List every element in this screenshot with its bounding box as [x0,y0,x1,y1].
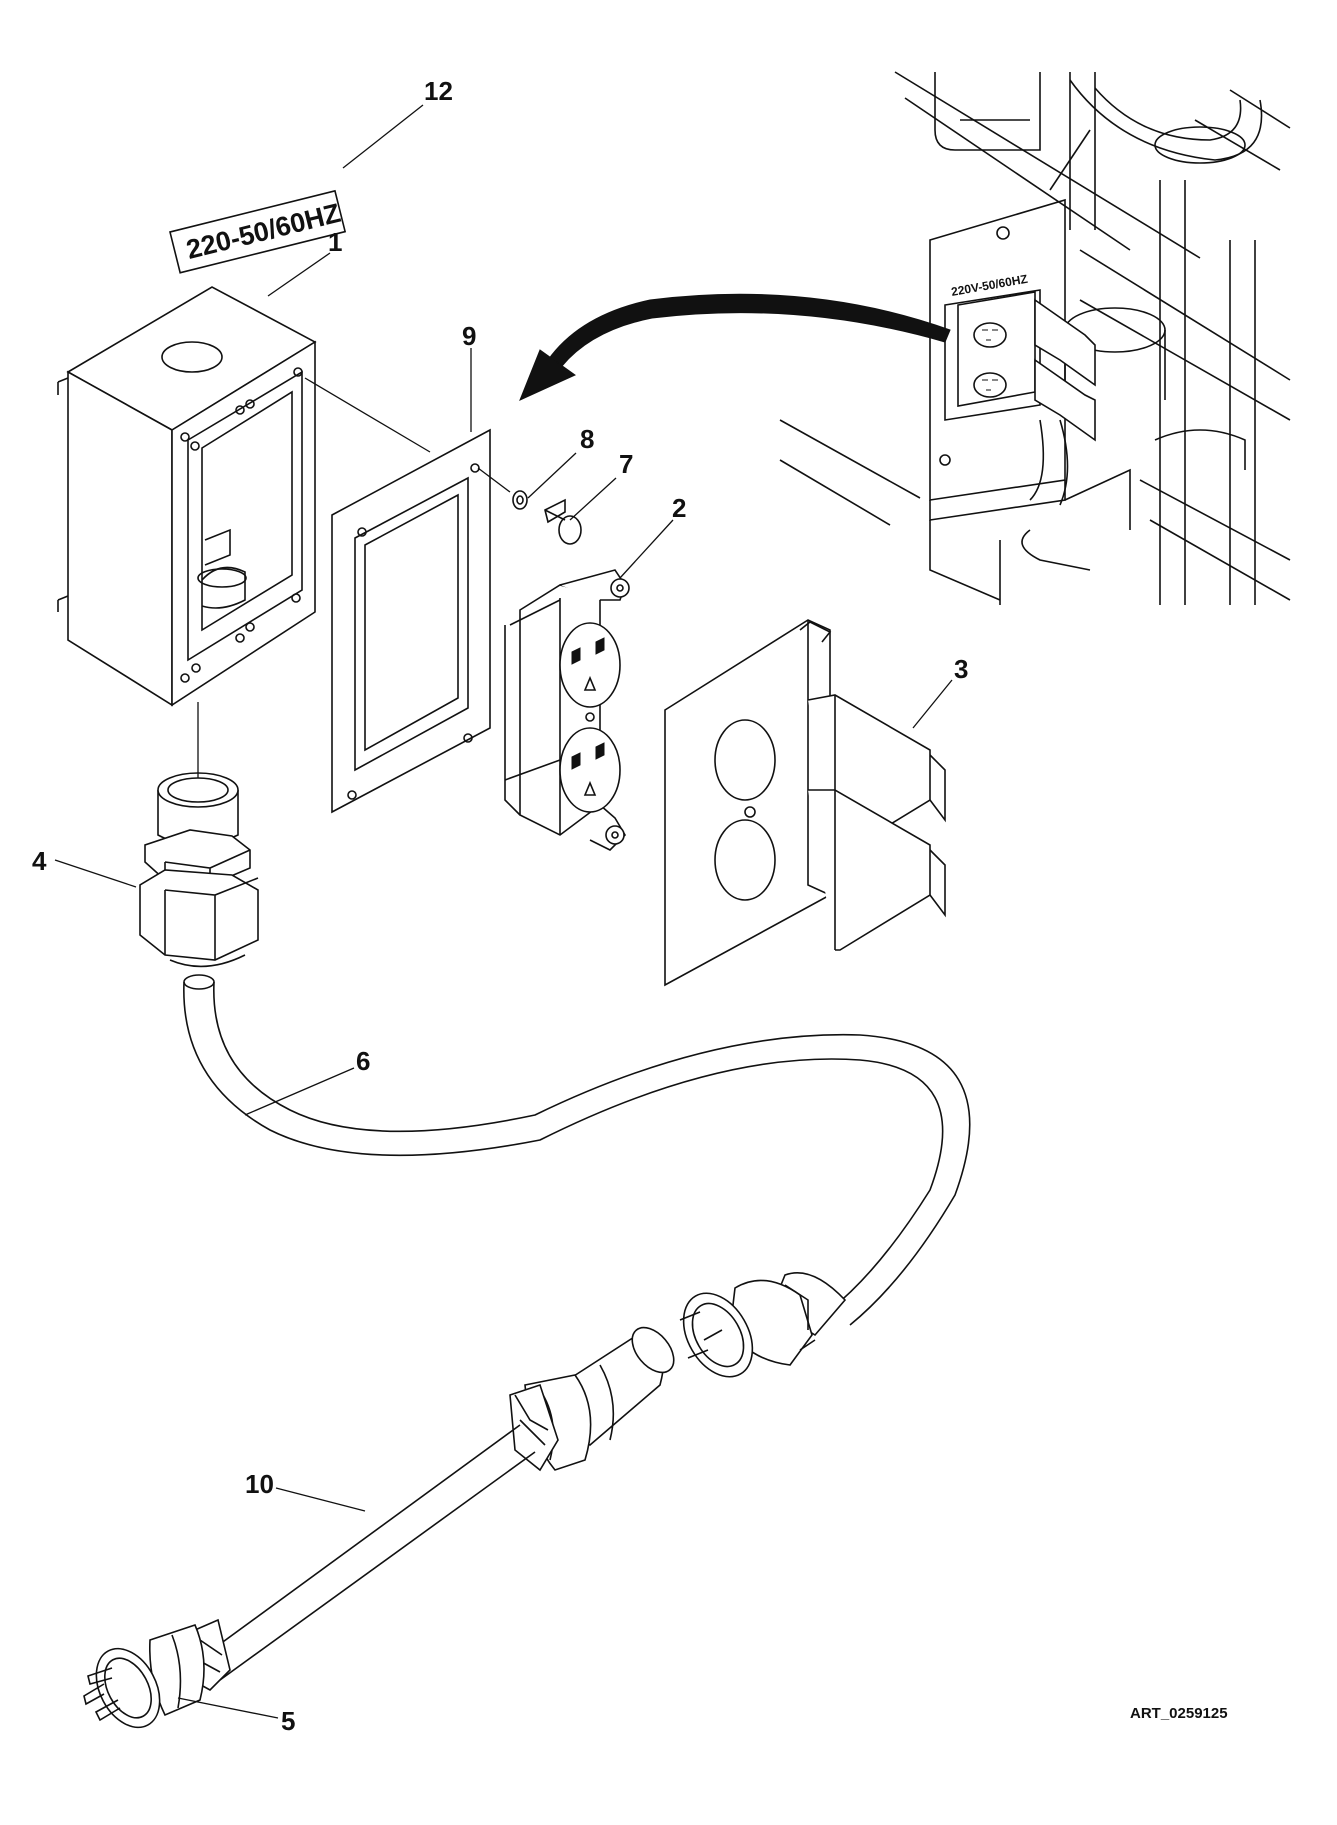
callout-12: 12 [424,76,453,106]
callout-10: 10 [245,1469,274,1499]
assembly-lines [197,377,511,778]
callout-2: 2 [672,493,686,523]
conduit-cord [183,974,971,1326]
callout-3: 3 [954,654,968,684]
electrical-box [57,286,317,707]
location-arrow [519,293,951,401]
art-id-label: ART_0259125 [1130,1705,1228,1722]
callout-numbers: 12 1 9 8 7 2 3 4 6 10 5 [32,76,968,1736]
conduit-fitting [139,772,259,968]
callout-6: 6 [356,1046,370,1076]
leader-lines [54,104,953,1719]
extension-cord [204,1424,536,1681]
duplex-receptacle [504,569,630,851]
washer [512,490,528,510]
plug [83,1618,231,1729]
plug-connector-upper [679,1271,847,1378]
callout-9: 9 [462,321,476,351]
callout-4: 4 [32,846,47,876]
gasket [331,428,491,814]
callout-5: 5 [281,1706,295,1736]
callout-1: 1 [328,227,342,257]
receptacle-cover [664,619,946,987]
callout-8: 8 [580,424,594,454]
cord-connector-body [509,1326,675,1472]
decal-text: 220-50/60HZ [183,198,343,265]
screw [544,498,582,545]
callout-7: 7 [619,449,633,479]
inset-location-view: 220V-50/60HZ [779,71,1291,605]
